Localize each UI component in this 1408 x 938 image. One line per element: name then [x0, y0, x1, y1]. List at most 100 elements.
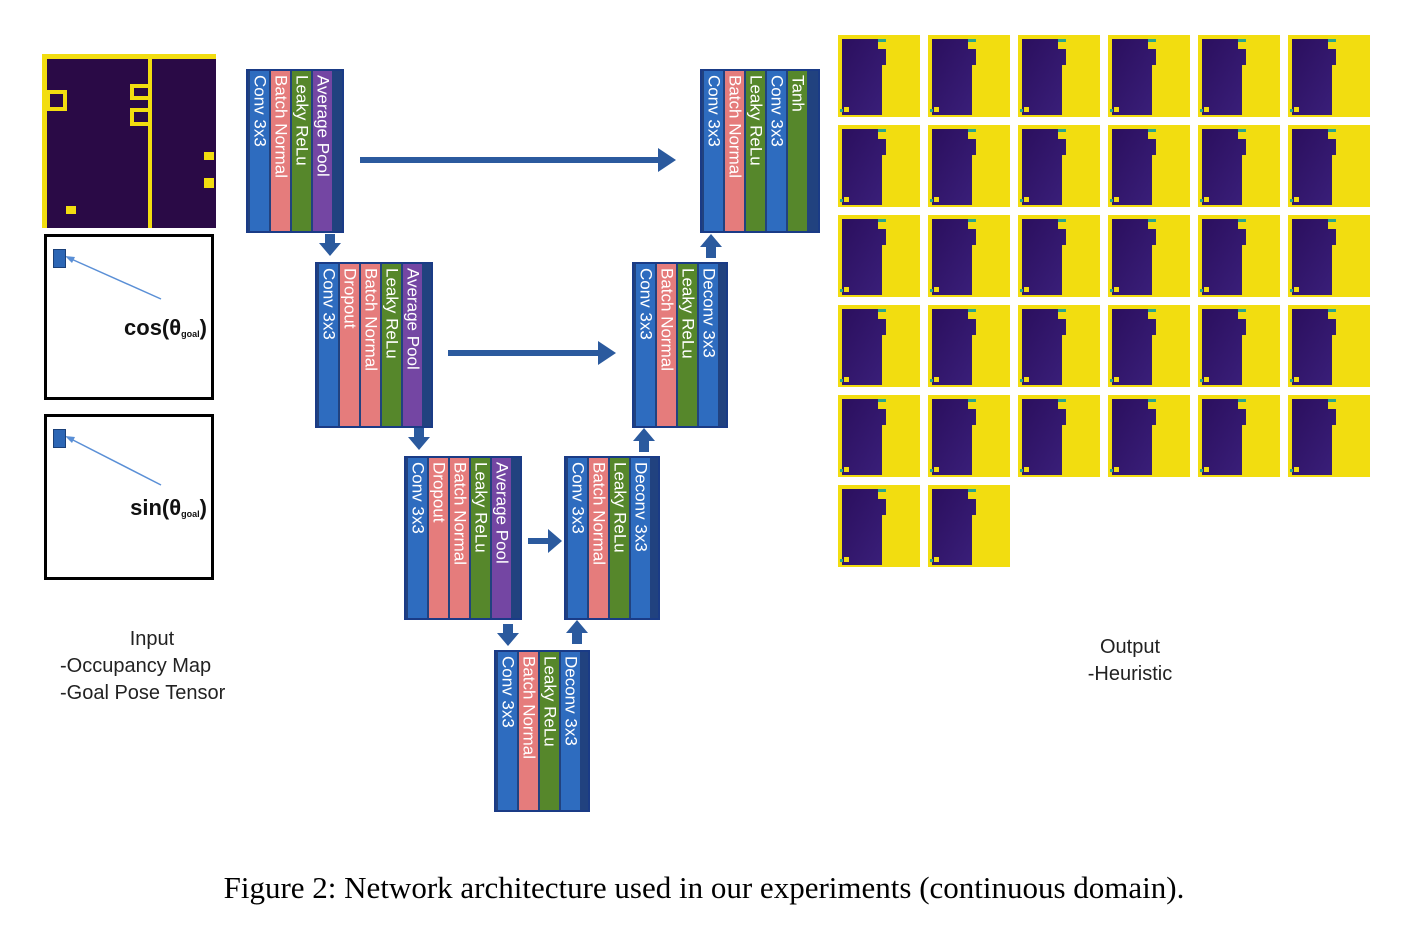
heatmap-tile: [928, 215, 1010, 297]
layer-batch-normal: Batch Normal: [271, 71, 290, 231]
decoder-block-2: Conv 3x3 Batch Normal Leaky ReLu Deconv …: [632, 262, 728, 428]
down-arrow-2: [414, 428, 424, 438]
bottleneck-block: Conv 3x3 Batch Normal Leaky ReLu Deconv …: [494, 650, 590, 812]
heatmap-tile: [1288, 395, 1370, 477]
input-caption-title: Input: [129, 628, 175, 650]
heatmap-tile: [1018, 395, 1100, 477]
layer-deconv: Deconv 3x3: [631, 458, 650, 618]
heatmap-tile: [928, 395, 1010, 477]
layer-conv: Conv 3x3: [704, 71, 723, 231]
up-arrow-3: [706, 246, 716, 258]
layer-deconv: Deconv 3x3: [699, 264, 718, 426]
layer-conv-2: Conv 3x3: [767, 71, 786, 231]
layer-leaky-relu: Leaky ReLu: [471, 458, 490, 618]
layer-conv: Conv 3x3: [319, 264, 338, 426]
input-caption-occupancy: -Occupancy Map: [60, 655, 212, 677]
down-arrow-1: [325, 234, 335, 244]
heatmap-tile: [1108, 395, 1190, 477]
heatmap-tile: [1288, 125, 1370, 207]
goal-marker-icon: [53, 429, 66, 448]
up-arrow-1: [572, 632, 582, 644]
heatmap-tile: [928, 125, 1010, 207]
input-caption: Input -Occupancy Map -Goal Pose Tensor: [42, 626, 262, 707]
heatmap-tile: [838, 215, 920, 297]
skip-arrow-3: [528, 538, 550, 544]
layer-average-pool: Average Pool: [403, 264, 422, 426]
heatmap-tile: [1198, 215, 1280, 297]
layer-batch-normal: Batch Normal: [589, 458, 608, 618]
layer-average-pool: Average Pool: [492, 458, 511, 618]
encoder-block-3: Conv 3x3 Dropout Batch Normal Leaky ReLu…: [404, 456, 522, 620]
encoder-block-1: Conv 3x3 Batch Normal Leaky ReLu Average…: [246, 69, 344, 233]
layer-average-pool: Average Pool: [313, 71, 332, 231]
layer-leaky-relu: Leaky ReLu: [746, 71, 765, 231]
layer-batch-normal: Batch Normal: [361, 264, 380, 426]
figure-caption: Figure 2: Network architecture used in o…: [223, 870, 1185, 905]
heatmap-tile: [928, 305, 1010, 387]
up-arrow-2: [639, 440, 649, 452]
heatmap-tile: [1018, 125, 1100, 207]
layer-conv: Conv 3x3: [250, 71, 269, 231]
output-caption-heuristic: -Heuristic: [1087, 663, 1173, 685]
layer-conv: Conv 3x3: [408, 458, 427, 618]
heatmap-tile: [838, 125, 920, 207]
heatmap-tile: [928, 35, 1010, 117]
layer-conv: Conv 3x3: [568, 458, 587, 618]
input-caption-goal: -Goal Pose Tensor: [60, 682, 226, 704]
skip-arrow-1-head: [658, 148, 676, 172]
layer-batch-normal: Batch Normal: [725, 71, 744, 231]
heatmap-tile: [1018, 35, 1100, 117]
layer-dropout: Dropout: [340, 264, 359, 426]
goal-marker-icon: [53, 249, 66, 268]
sin-label: sin(θgoal): [130, 495, 207, 520]
heatmap-tile: [1198, 35, 1280, 117]
skip-arrow-2: [448, 350, 600, 356]
goal-sin-tensor: sin(θgoal): [44, 414, 214, 580]
down-arrow-3: [503, 624, 513, 634]
heatmap-tile: [1108, 305, 1190, 387]
layer-leaky-relu: Leaky ReLu: [382, 264, 401, 426]
decoder-block-3: Conv 3x3 Batch Normal Leaky ReLu Conv 3x…: [700, 69, 820, 233]
heatmap-tile: [1108, 125, 1190, 207]
layer-batch-normal: Batch Normal: [450, 458, 469, 618]
output-caption-title: Output: [1099, 636, 1161, 658]
heatmap-tile: [1198, 395, 1280, 477]
layer-conv: Conv 3x3: [498, 652, 517, 810]
occupancy-map: [42, 54, 216, 228]
layer-leaky-relu: Leaky ReLu: [610, 458, 629, 618]
heatmap-tile: [1018, 215, 1100, 297]
heatmap-tile: [838, 485, 920, 567]
sin-pointer-arrow: [65, 436, 162, 486]
layer-leaky-relu: Leaky ReLu: [678, 264, 697, 426]
layer-leaky-relu: Leaky ReLu: [540, 652, 559, 810]
layer-dropout: Dropout: [429, 458, 448, 618]
heatmap-tile: [928, 485, 1010, 567]
skip-arrow-3-head: [548, 529, 562, 553]
layer-batch-normal: Batch Normal: [657, 264, 676, 426]
cos-pointer-arrow: [65, 256, 162, 300]
encoder-block-2: Conv 3x3 Dropout Batch Normal Leaky ReLu…: [315, 262, 433, 428]
heatmap-tile: [1108, 215, 1190, 297]
heatmap-tile: [838, 395, 920, 477]
cos-label: cos(θgoal): [124, 315, 207, 340]
heatmap-tile: [1288, 215, 1370, 297]
layer-conv: Conv 3x3: [636, 264, 655, 426]
heatmap-tile: [1288, 305, 1370, 387]
heatmap-tile: [1108, 35, 1190, 117]
output-caption: Output -Heuristic: [1030, 634, 1230, 688]
skip-arrow-1: [360, 157, 660, 163]
layer-deconv: Deconv 3x3: [561, 652, 580, 810]
layer-batch-normal: Batch Normal: [519, 652, 538, 810]
decoder-block-1: Conv 3x3 Batch Normal Leaky ReLu Deconv …: [564, 456, 660, 620]
goal-cos-tensor: cos(θgoal): [44, 234, 214, 400]
layer-leaky-relu: Leaky ReLu: [292, 71, 311, 231]
heatmap-tile: [1018, 305, 1100, 387]
skip-arrow-2-head: [598, 341, 616, 365]
layer-tanh: Tanh: [788, 71, 807, 231]
heatmap-tile: [1288, 35, 1370, 117]
heatmap-tile: [1198, 125, 1280, 207]
heatmap-tile: [1198, 305, 1280, 387]
heatmap-tile: [838, 305, 920, 387]
heatmap-tile: [838, 35, 920, 117]
